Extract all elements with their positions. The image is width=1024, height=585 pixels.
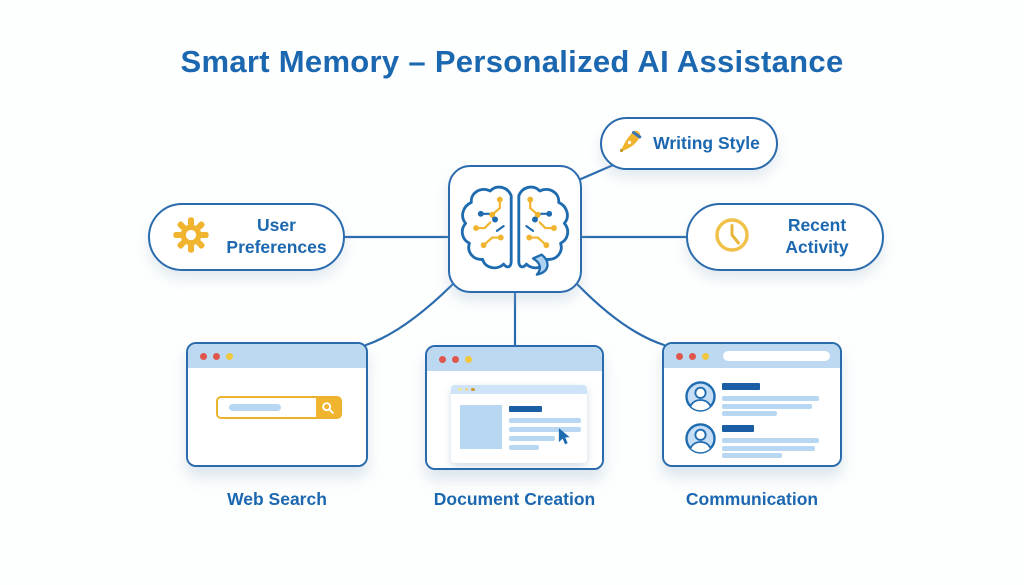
bubble-writing-style: Writing Style [600,117,778,170]
window-control-dot-yellow [226,352,233,360]
window-titlebar [188,344,366,368]
window-control-dot-yellow [465,355,472,363]
label-document-creation: Document Creation [433,489,596,509]
bubble-recent-activity-label: Recent Activity [785,215,849,257]
toolbar-dot [458,387,462,392]
label-web-search: Web Search [227,489,327,509]
connector-communication [576,283,666,347]
document-text-line [509,418,581,423]
window-control-dot-red [452,355,459,363]
address-bar [723,351,830,361]
message-line [722,453,782,458]
document-text-line [509,445,539,450]
message-line [722,396,819,401]
document-content [427,371,602,468]
document-text-line [509,436,555,441]
bubble-writing-style-label: Writing Style [653,132,760,153]
search-button [316,398,340,417]
page-title: Smart Memory – Personalized AI Assistanc… [180,44,844,79]
window-control-dot-red [200,352,207,360]
window-titlebar [664,344,840,368]
toolbar-dot [464,387,468,392]
bubble-user-preferences-label: User Preferences [226,215,327,257]
window-communication [662,342,842,467]
window-control-dot-yellow [702,352,709,360]
search-icon [322,401,334,414]
user-avatar-icon [684,422,717,460]
message-line [722,446,815,451]
search-placeholder-line [229,404,281,411]
clock-icon [712,215,752,260]
window-document-creation [425,345,604,470]
toolbar-dot [471,387,475,392]
brain-circuit-icon [460,185,570,276]
window-control-dot-red [439,355,446,363]
window-web-search [186,342,368,467]
label-communication: Communication [685,489,819,509]
document-card [451,385,587,463]
message-line [722,438,819,443]
message-line [722,404,812,409]
document-toolbar [451,385,587,394]
pen-icon [618,128,644,159]
window-control-dot-red [676,352,683,360]
document-heading-bar [509,406,542,412]
contact-name-bar [722,383,760,390]
contact-name-bar [722,425,754,432]
document-image-block [460,405,502,449]
window-titlebar [427,347,602,371]
bubble-user-preferences: User Preferences [148,203,345,271]
user-avatar-icon [684,380,717,418]
web-search-content [188,368,366,465]
gear-icon [172,216,210,259]
communication-content [664,368,840,465]
search-input [216,396,342,419]
cursor-icon [557,427,572,451]
bubble-recent-activity: Recent Activity [686,203,884,271]
window-control-dot-red [213,352,220,360]
connector-web-search [364,283,454,347]
window-control-dot-red [689,352,696,360]
document-text-line [509,427,581,432]
message-line [722,411,777,416]
central-ai-node [448,165,582,293]
